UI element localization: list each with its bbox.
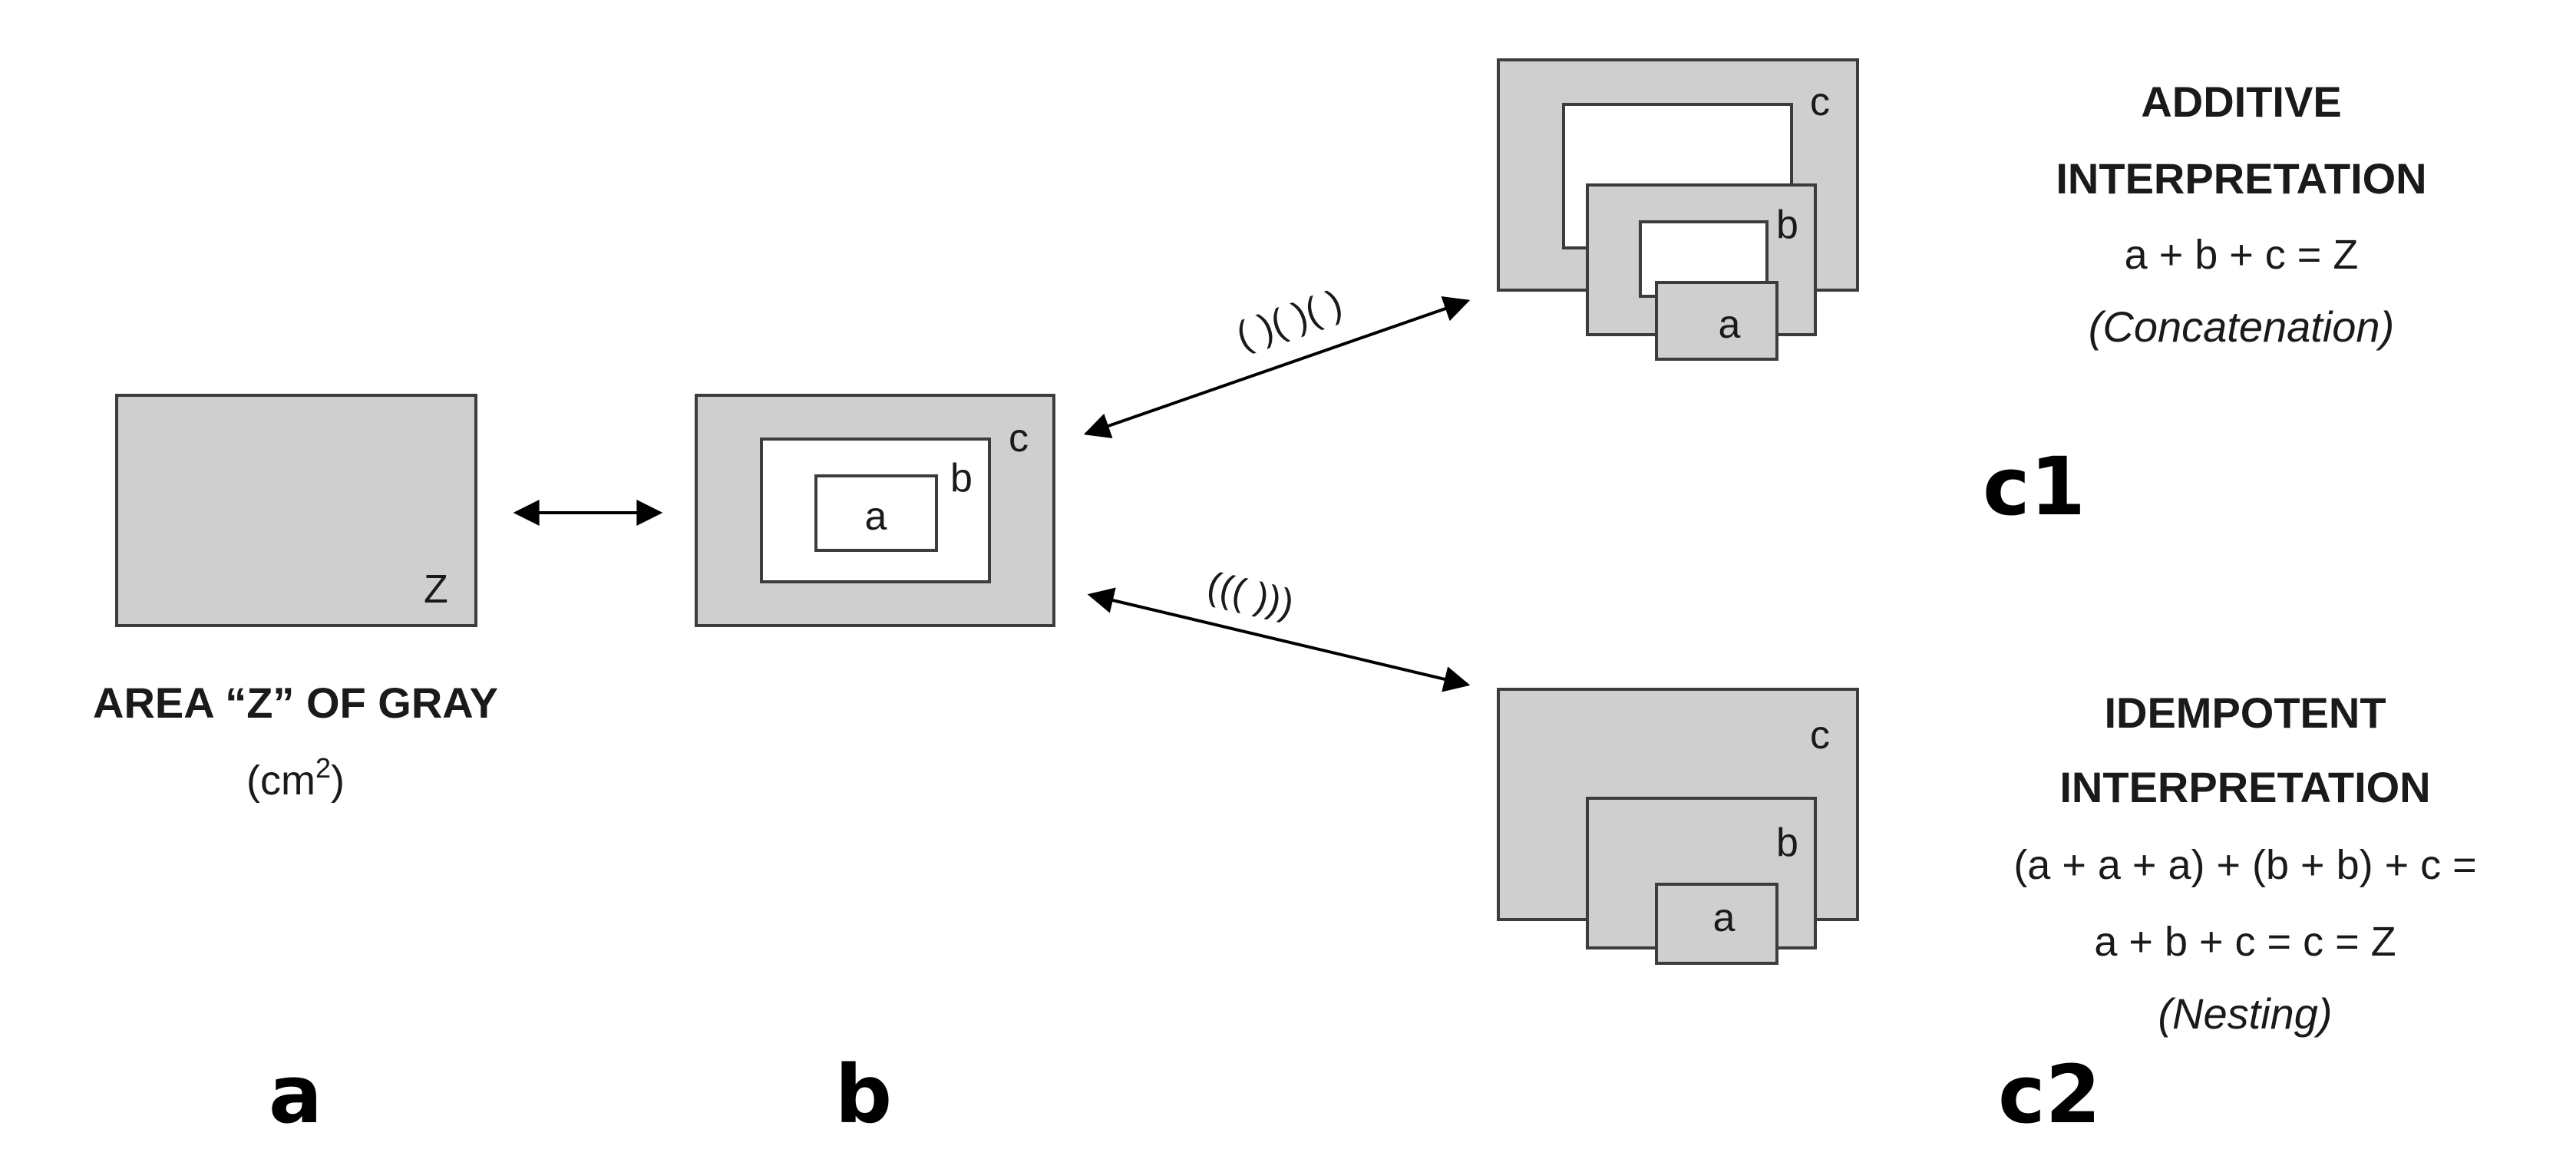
panel-letter-c1: c1 xyxy=(1983,440,2086,533)
c2-title-line2: INTERPRETATION xyxy=(2059,763,2430,811)
concatenation-parens: ( )( )( ) xyxy=(1230,281,1347,357)
box-a xyxy=(814,474,938,552)
area-z-box-label: Z xyxy=(424,567,448,612)
c2-formula-line1: (a + a + a) + (b + b) + c = xyxy=(2013,842,2476,888)
area-z-box xyxy=(115,394,477,627)
c1-title-line2: INTERPRETATION xyxy=(2056,154,2426,203)
nesting-arrow xyxy=(1087,587,1471,692)
c2-box-a xyxy=(1655,883,1778,965)
c1-box-a-label: a xyxy=(1719,302,1741,347)
c2-box-c-label: c xyxy=(1810,713,1830,758)
area-unit: (cm2) xyxy=(246,752,345,804)
box-a-label: a xyxy=(865,494,887,539)
c2-box-a-label: a xyxy=(1713,896,1735,940)
concatenation-arrow xyxy=(1083,296,1471,438)
panel-letter-c2: c2 xyxy=(1998,1048,2101,1141)
area-caption: AREA “Z” OF GRAY xyxy=(93,679,498,727)
panel-letter-b: b xyxy=(835,1048,892,1141)
box-c-label: c xyxy=(1009,416,1029,461)
c1-formula: a + b + c = Z xyxy=(2125,232,2359,278)
c1-title-line1: ADDITIVE xyxy=(2141,78,2341,126)
panel-letter-a: a xyxy=(269,1048,322,1141)
panel-c1: c b a ADDITIVE INTERPRETATION a + b + c … xyxy=(1497,58,2427,533)
nesting-parens: ((( ))) xyxy=(1204,563,1298,625)
c1-box-a xyxy=(1655,281,1778,361)
panel-b: c b a b xyxy=(695,394,1055,1141)
box-b-label: b xyxy=(950,456,973,500)
panel-c2: c b a IDEMPOTENT INTERPRETATION (a + a +… xyxy=(1497,688,2477,1141)
c2-box-b-label: b xyxy=(1776,821,1798,865)
c1-subtitle: (Concatenation) xyxy=(2089,302,2394,351)
c1-box-b-label: b xyxy=(1776,203,1798,247)
c1-box-c-label: c xyxy=(1810,80,1830,124)
c2-formula-line2: a + b + c = c = Z xyxy=(2094,919,2396,965)
panel-a: Z AREA “Z” OF GRAY (cm2) a xyxy=(93,394,498,1141)
c2-title-line1: IDEMPOTENT xyxy=(2104,689,2386,737)
c2-subtitle: (Nesting) xyxy=(2158,989,2332,1038)
